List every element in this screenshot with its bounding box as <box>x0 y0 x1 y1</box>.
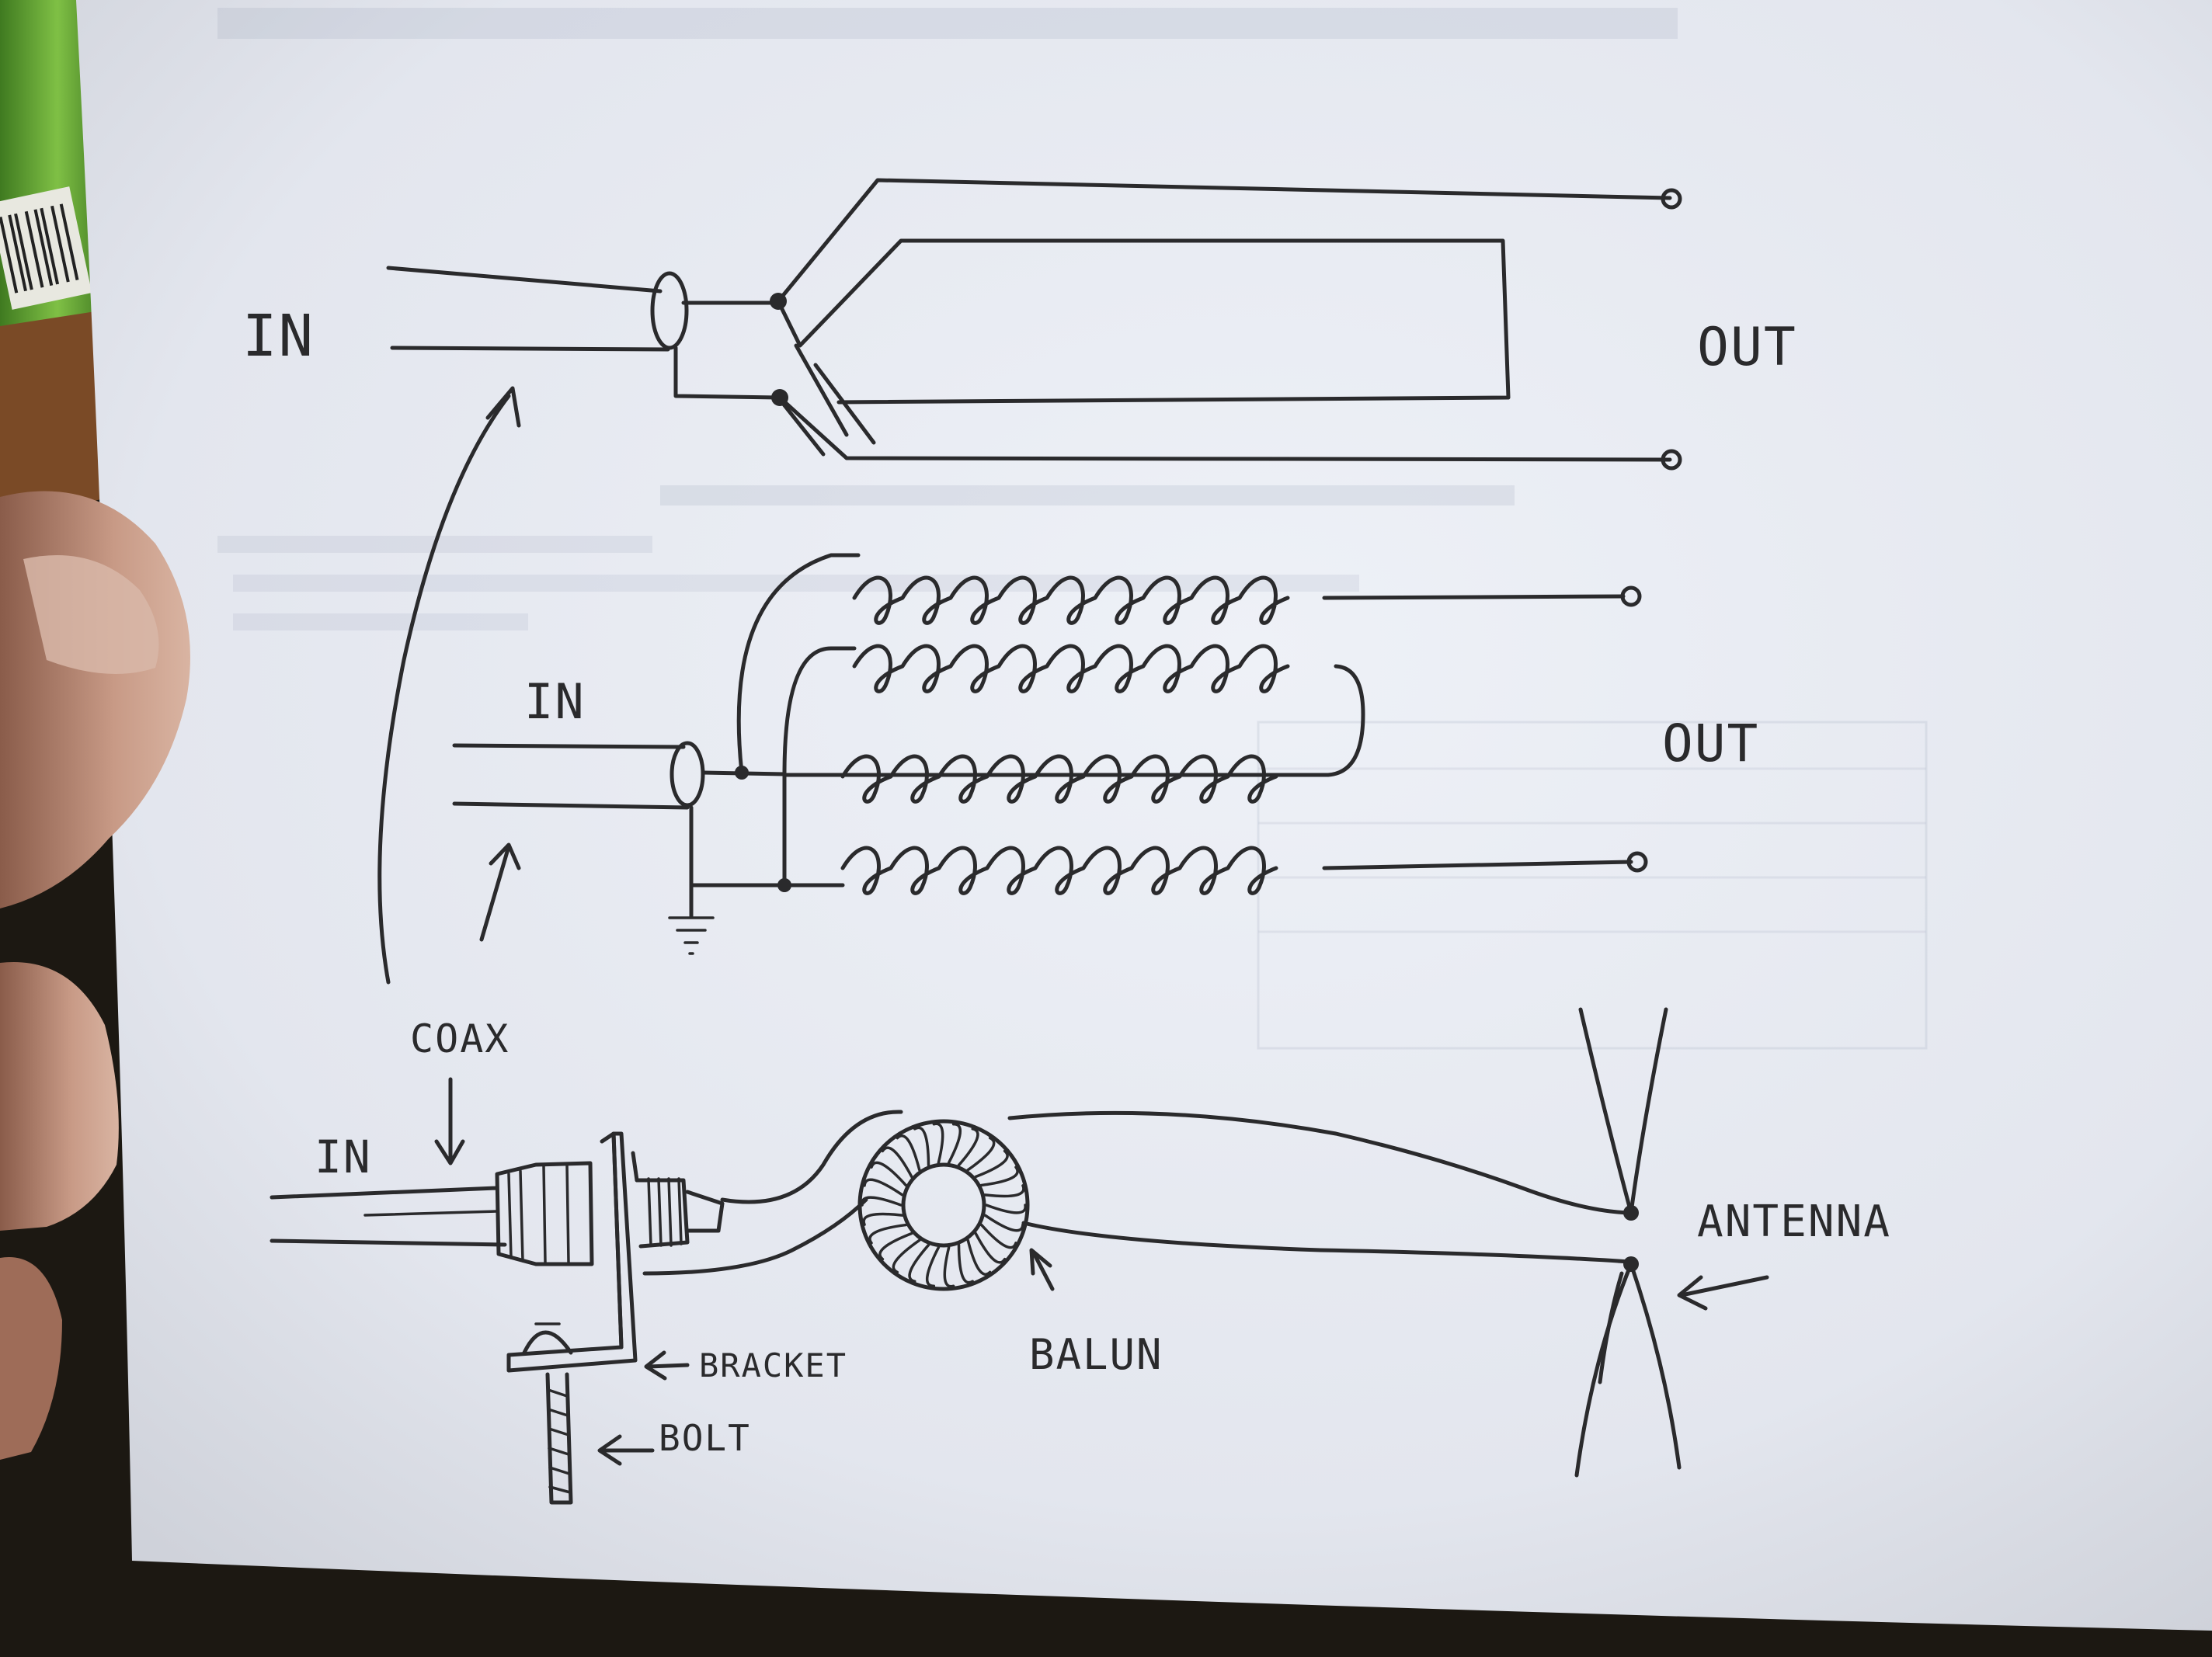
coil-schematic: IN OUT <box>452 553 1759 955</box>
toroid-winding <box>943 1245 955 1288</box>
bolt <box>522 1322 573 1505</box>
toroid-winding <box>868 1223 908 1245</box>
top-out-label: OUT <box>1697 317 1797 378</box>
threaded-stub <box>635 1177 725 1249</box>
top-schematic: IN OUT <box>242 178 1797 471</box>
toroid-winding <box>974 1149 1009 1179</box>
toroid-winding <box>862 1212 904 1226</box>
coil-in-label: IN <box>524 673 586 730</box>
hand-holding-paper <box>0 491 190 1460</box>
balun-label: BALUN <box>1029 1330 1163 1379</box>
coil-4 <box>840 846 1278 895</box>
coil-1 <box>852 575 1290 625</box>
coil-out-label: OUT <box>1662 714 1759 773</box>
toroid-winding <box>896 1134 921 1172</box>
toroid-winding <box>957 1127 979 1167</box>
toroid-winding <box>979 1165 1019 1187</box>
toroid-winding <box>983 1214 1024 1232</box>
coax-long-arrow-head <box>485 386 521 428</box>
toroid-winding <box>947 1123 962 1165</box>
toroid-winding <box>983 1184 1025 1198</box>
ground-symbol <box>668 883 715 955</box>
bracket-label: BRACKET <box>699 1346 847 1384</box>
toroid-winding <box>892 1238 921 1274</box>
toroid-winding <box>863 1178 904 1197</box>
cardboard <box>0 311 109 528</box>
toroid-winding <box>878 1231 913 1261</box>
coax-long-arrow <box>377 394 511 985</box>
antenna <box>1574 1007 1682 1478</box>
toroid-winding <box>974 1231 1007 1264</box>
assembly-sketch: COAX IN BRACKET BOLT BALUN ANTENNA <box>270 1007 1891 1505</box>
toroid-winding <box>913 1126 930 1167</box>
toroid-winding <box>957 1243 974 1284</box>
toroid-winding <box>966 1238 992 1276</box>
bracket <box>506 1131 639 1373</box>
balun-toroid <box>857 1119 1030 1291</box>
toroid-winding <box>870 1161 908 1187</box>
paper-sheet <box>76 0 2212 1631</box>
coax-label: COAX <box>410 1016 510 1061</box>
barcode-label <box>0 186 92 310</box>
toroid-winding <box>932 1122 944 1165</box>
toroid-winding <box>861 1196 903 1207</box>
toroid-winding <box>966 1136 996 1172</box>
antenna-label: ANTENNA <box>1697 1197 1891 1247</box>
toroid-winding <box>985 1204 1027 1214</box>
coil-3 <box>840 754 1278 804</box>
connector-nut <box>495 1161 594 1266</box>
assembly-in-label: IN <box>315 1131 372 1183</box>
toroid-winding <box>925 1245 941 1287</box>
toroid-winding <box>881 1146 913 1179</box>
top-in-label: IN <box>242 303 315 370</box>
coil-2 <box>852 644 1290 693</box>
toroid-winding <box>979 1223 1017 1249</box>
toroid-winding <box>908 1243 930 1283</box>
bolt-label: BOLT <box>659 1417 751 1459</box>
